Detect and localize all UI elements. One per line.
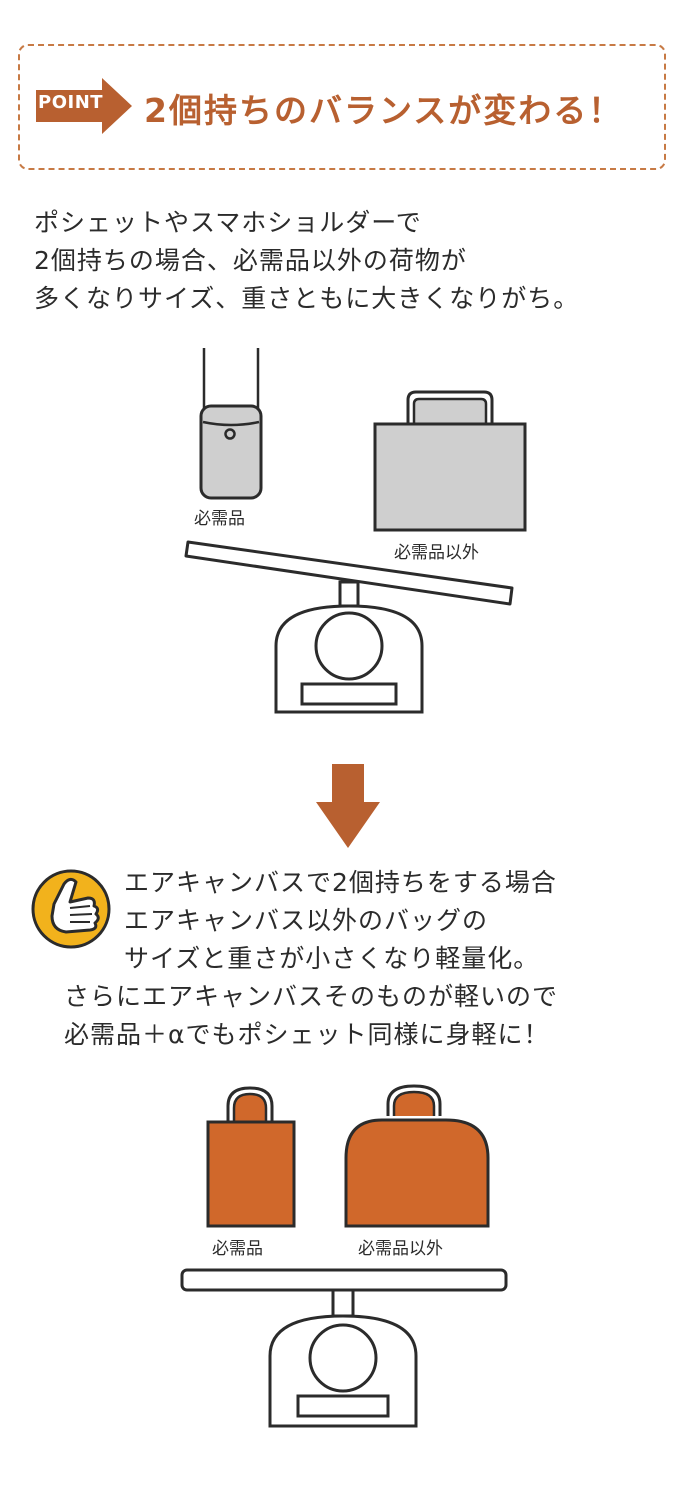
pointing-hand-icon <box>31 869 111 949</box>
label-other-items: 必需品以外 <box>358 1239 443 1259</box>
intro-line: 2個持ちの場合、必需品以外の荷物が <box>34 246 467 275</box>
scale-beam <box>180 1268 508 1292</box>
explanation-line: 必需品＋αでもポシェット同様に身軽に！ <box>64 1020 550 1049</box>
point-tag-label: POINT <box>38 92 104 113</box>
label-necessities: 必需品 <box>194 509 245 529</box>
pochette-button <box>224 428 236 440</box>
point-arrow-tag <box>36 78 132 134</box>
pochette-bag <box>199 404 263 500</box>
headline: 2個持ちのバランスが変わる！ <box>144 91 624 130</box>
scale-dial <box>308 1323 378 1393</box>
large-bag <box>373 422 527 532</box>
scale-beam <box>184 540 514 606</box>
intro-line: 多くなりサイズ、重さともに大きくなりがち。 <box>34 284 580 313</box>
scale-display <box>300 682 398 706</box>
small-tote-bag <box>206 1120 296 1228</box>
explanation-line: エアキャンバスで2個持ちをする場合 <box>124 868 557 897</box>
explanation-line: さらにエアキャンバスそのものが軽いので <box>64 982 559 1011</box>
label-other-items: 必需品以外 <box>394 543 479 563</box>
explanation-line: エアキャンバス以外のバッグの <box>124 906 489 935</box>
explanation-text: エアキャンバスで2個持ちをする場合 エアキャンバス以外のバッグの サイズと重さが… <box>0 0 698 1049</box>
down-arrow-icon <box>316 764 380 848</box>
scale-diagram-before: 必需品 必需品以外 <box>184 348 527 714</box>
scale-diagram-after: 必需品 必需品以外 <box>180 1084 508 1428</box>
scale-display <box>296 1394 390 1418</box>
explanation-line: サイズと重さが小さくなり軽量化。 <box>124 944 540 973</box>
scale-dial <box>314 611 384 681</box>
intro-text: ポシェットやスマホショルダーで 2個持ちの場合、必需品以外の荷物が 多くなりサイ… <box>34 204 684 318</box>
intro-line: ポシェットやスマホショルダーで <box>34 208 422 237</box>
label-necessities: 必需品 <box>212 1239 263 1259</box>
point-box <box>18 44 666 170</box>
large-round-bag <box>344 1118 490 1228</box>
